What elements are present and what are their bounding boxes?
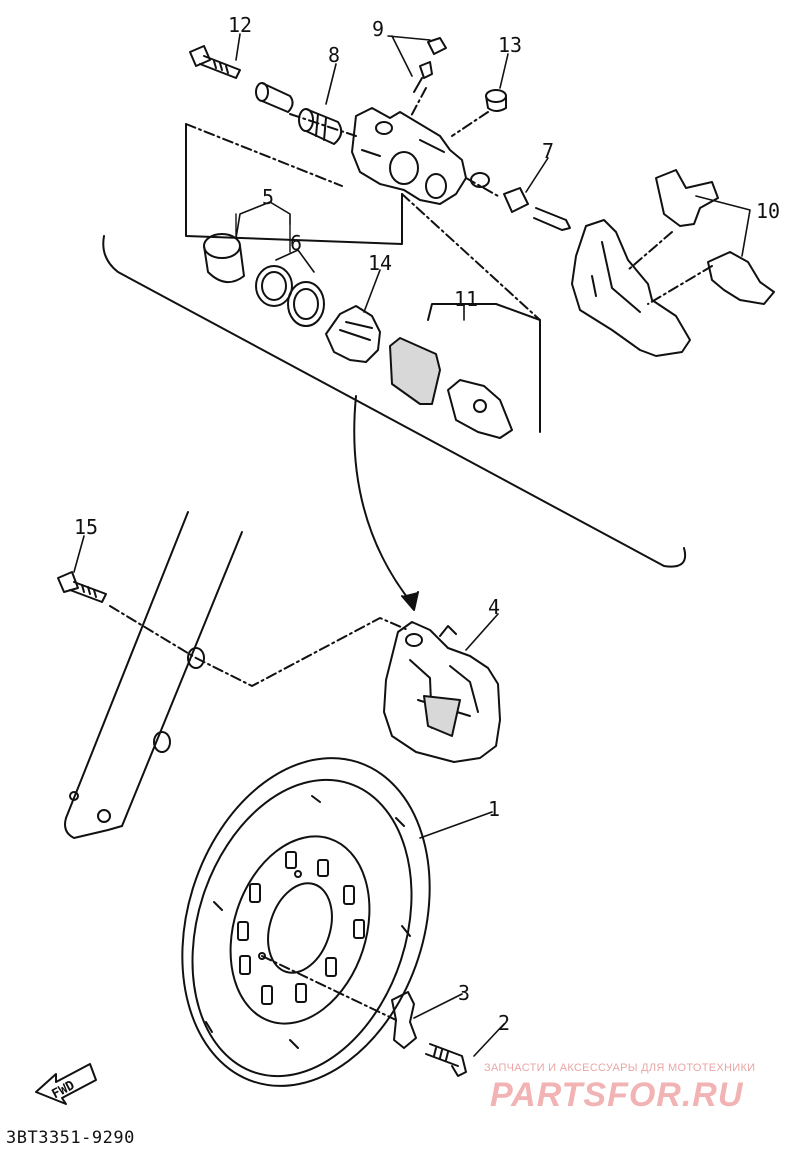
bracket-outline-5-6 (185, 123, 403, 245)
fork-leg (64, 511, 243, 839)
assembly-arrow (353, 395, 415, 607)
callout-15: 15 (74, 515, 98, 539)
part-15-bolt (57, 571, 107, 603)
part-8-boot (298, 108, 343, 145)
callout-10: 10 (756, 199, 780, 223)
fwd-arrow-icon (35, 1063, 97, 1105)
part-code: 3BT3351-9290 (6, 1128, 135, 1148)
part-13-cap (485, 89, 507, 112)
watermark-tagline: ЗАПЧАСТИ И АКСЕССУАРЫ ДЛЯ МОТОТЕХНИКИ (484, 1062, 756, 1074)
part-10-holders (655, 169, 775, 305)
caliper-bracket (571, 219, 691, 357)
part-14-spring (325, 305, 381, 363)
part-11-pads (389, 337, 513, 439)
callout-7: 7 (542, 139, 554, 163)
part-12-bolt (189, 45, 241, 79)
part-sleeve (255, 82, 294, 113)
callout-4: 4 (488, 595, 500, 619)
part-3-lock-washer (391, 991, 417, 1049)
callout-8: 8 (328, 43, 340, 67)
callout-3: 3 (458, 981, 470, 1005)
part-5-piston (203, 233, 245, 283)
inset-frame (102, 235, 686, 568)
part-7-pin (503, 187, 571, 231)
callout-1: 1 (488, 797, 500, 821)
callout-14: 14 (368, 251, 392, 275)
part-1-brake-disc (181, 757, 431, 1087)
callout-5: 5 (262, 185, 274, 209)
callout-6: 6 (290, 231, 302, 255)
part-9-bleeder (413, 37, 447, 93)
watermark-brand: PARTSFOR.RU (490, 1076, 744, 1114)
caliper-body-exploded (351, 107, 467, 205)
callout-13: 13 (498, 33, 522, 57)
part-4-caliper-assembly (383, 621, 501, 763)
part-6-seals (255, 265, 325, 327)
callout-2: 2 (498, 1011, 510, 1035)
part-2-bolt (425, 1043, 467, 1077)
callout-9: 9 (372, 17, 384, 41)
bracket-outline-11 (427, 303, 541, 433)
callout-11: 11 (454, 287, 478, 311)
callout-12: 12 (228, 13, 252, 37)
